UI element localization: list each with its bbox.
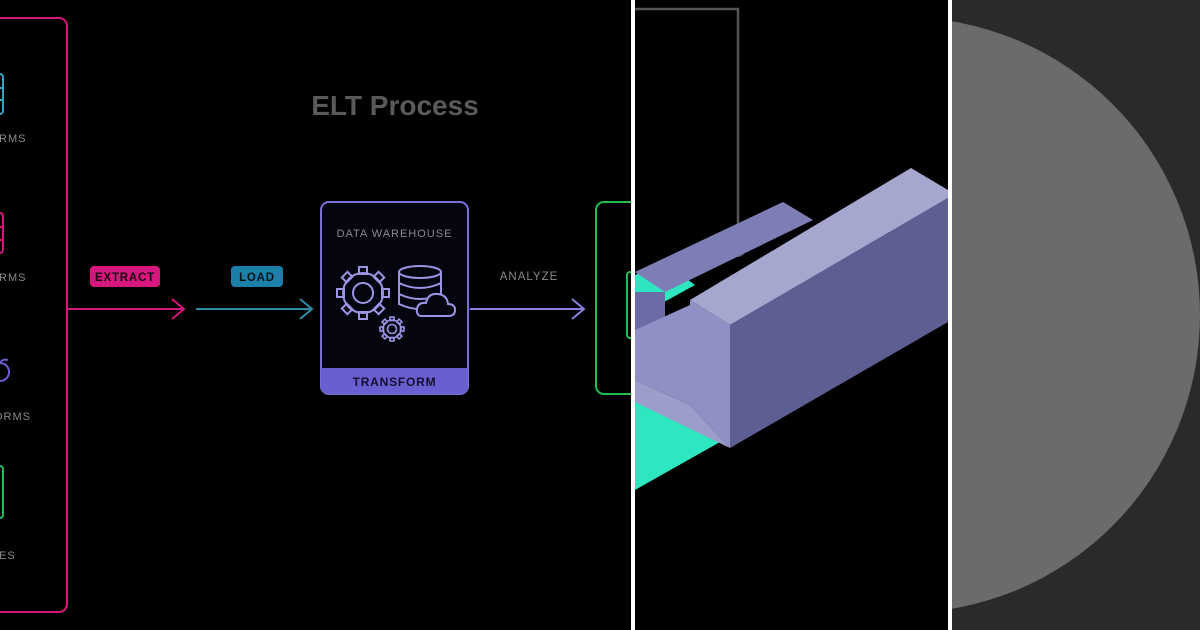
- elt-diagram-panel: ELT Process RMS RMS ORMS ES: [0, 17, 631, 613]
- block-ledge-top: [635, 380, 730, 448]
- extract-badge: EXTRACT: [90, 266, 160, 287]
- warehouse-title: DATA WAREHOUSE: [337, 228, 453, 240]
- source-1-icon: [0, 73, 4, 115]
- analyze-arrow: [470, 298, 586, 320]
- load-badge-label: LOAD: [239, 272, 275, 284]
- output-container: [595, 201, 631, 395]
- source-item-1: RMS: [0, 73, 26, 145]
- transform-label: TRANSFORM: [353, 375, 437, 389]
- source-3-label: ORMS: [0, 411, 31, 423]
- source-item-2: RMS: [0, 212, 26, 284]
- source-item-4: ES: [0, 465, 16, 562]
- sources-container: [0, 17, 68, 613]
- disc-illustration: [952, 21, 1200, 609]
- source-4-icon: [0, 465, 4, 519]
- cloud-icon: [415, 292, 457, 317]
- disc-panel: [952, 0, 1200, 630]
- isometric-illustration-panel: [635, 0, 948, 630]
- block-top: [690, 168, 948, 325]
- output-icon: [626, 271, 631, 339]
- source-4-label: ES: [0, 550, 16, 562]
- source-1-label: RMS: [0, 133, 26, 145]
- gear-icon: [336, 266, 390, 320]
- block-back-top: [635, 202, 813, 292]
- elt-diagram: ELT Process RMS RMS ORMS ES: [0, 17, 631, 613]
- block-front-face: [730, 198, 948, 448]
- source-2-label: RMS: [0, 272, 26, 284]
- diagram-title: ELT Process: [311, 90, 479, 121]
- load-arrow: [196, 298, 314, 320]
- source-2-icon: [0, 212, 4, 254]
- isometric-illustration: [635, 7, 948, 490]
- small-gear-icon: [379, 316, 405, 342]
- analyze-label: ANALYZE: [500, 271, 559, 283]
- teal-base-lower: [635, 402, 720, 490]
- leader-line: [635, 7, 740, 247]
- panel-divider-left: [631, 0, 635, 630]
- data-warehouse-box: DATA WAREHOUSE TRANSFORM: [320, 201, 469, 395]
- block-floor: [635, 305, 690, 405]
- source-item-3: ORMS: [0, 358, 31, 423]
- extract-arrow: [67, 298, 186, 320]
- grey-disc: [952, 21, 1200, 609]
- extract-badge-label: EXTRACT: [95, 272, 155, 284]
- panel-divider-right: [948, 0, 952, 630]
- load-badge: LOAD: [231, 266, 283, 287]
- source-3-cloud-icon: [0, 358, 9, 365]
- block-inner-face: [690, 300, 730, 448]
